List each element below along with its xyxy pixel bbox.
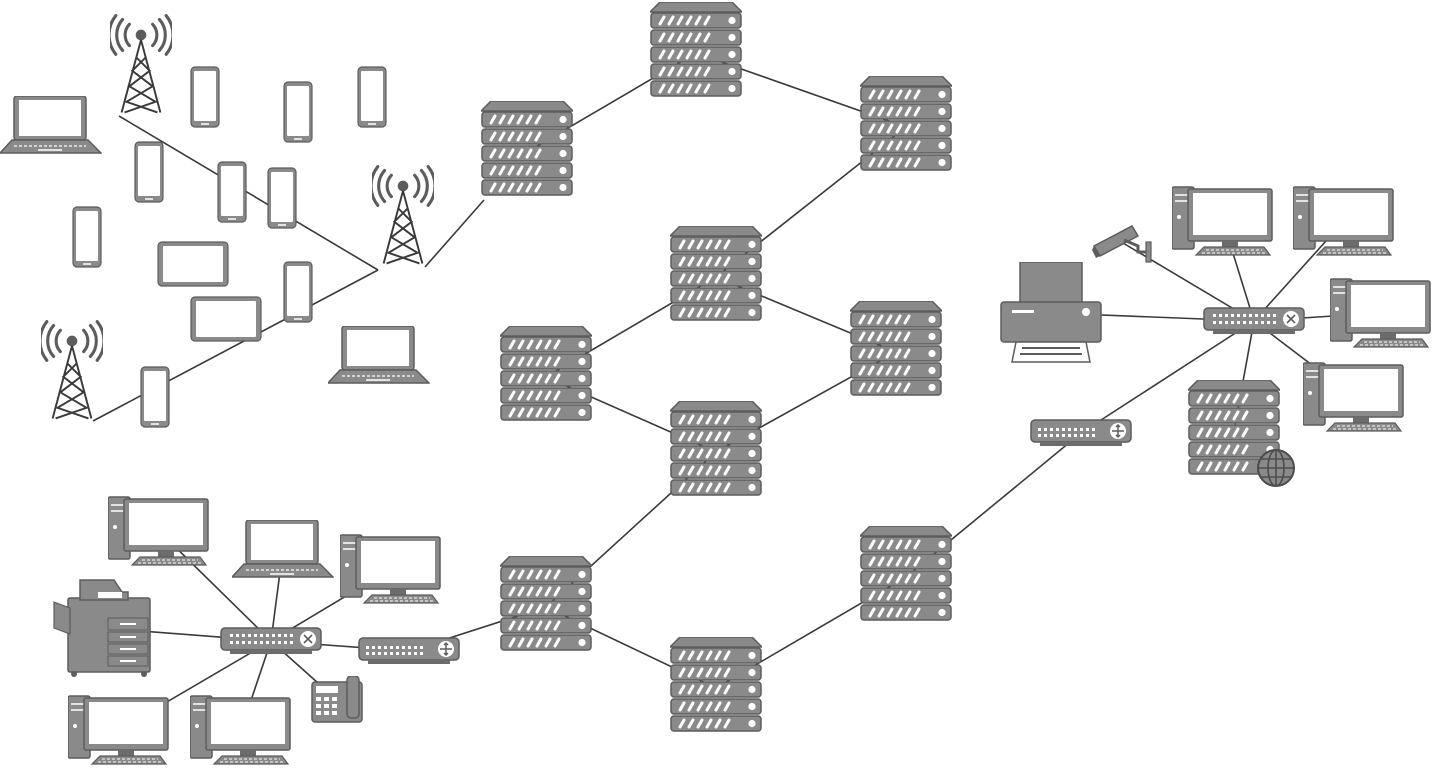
laptop-laptop-2-icon: [328, 326, 430, 384]
link-tower-3-to-tower-2: [92, 269, 379, 422]
desk-phone-ip-phone-icon: [311, 676, 363, 723]
globe-icon: [1257, 449, 1295, 487]
server-rack-server-2-icon: [650, 2, 742, 96]
tablet-tablet-1-icon: [157, 241, 229, 287]
link-router-right-to-switch-right: [1080, 320, 1255, 434]
smartphone-phone-8-icon: [283, 261, 313, 323]
printer-printer-icon: [1000, 262, 1102, 363]
smartphone-phone-3-icon: [357, 66, 387, 128]
server-rack-server-1-icon: [481, 101, 573, 195]
desktop-computer-pc-7-icon: [1330, 278, 1431, 348]
desktop-computer-pc-3-icon: [68, 695, 169, 765]
server-rack-server-7-icon: [670, 401, 762, 495]
smartphone-phone-4-icon: [134, 141, 164, 203]
server-rack-server-4-icon: [670, 226, 762, 320]
link-tower-1-to-tower-2: [118, 115, 379, 271]
laptop-laptop-1-icon: [0, 96, 102, 154]
tablet-tablet-2-icon: [190, 296, 262, 342]
desktop-computer-pc-6-icon: [1293, 186, 1394, 256]
smartphone-phone-6-icon: [267, 167, 297, 229]
network-switch-switch-left-icon: [220, 627, 322, 655]
link-server-10-to-router-right: [905, 432, 1082, 578]
desktop-computer-pc-8-icon: [1303, 362, 1404, 432]
smartphone-phone-1-icon: [190, 66, 220, 128]
cell-tower-tower-3-icon: [41, 320, 103, 421]
laptop-laptop-3-icon: [232, 520, 334, 578]
desktop-computer-pc-2-icon: [340, 534, 441, 604]
router-router-right-icon: [1030, 419, 1132, 447]
server-rack-server-10-icon: [860, 526, 952, 620]
server-rack-server-6-icon: [850, 301, 942, 395]
smartphone-phone-2-icon: [283, 81, 313, 143]
smartphone-phone-9-icon: [140, 366, 170, 428]
server-rack-server-9-icon: [670, 637, 762, 731]
desktop-computer-pc-4-icon: [190, 695, 291, 765]
server-rack-server-5-icon: [500, 326, 592, 420]
server-rack-server-8-icon: [500, 556, 592, 650]
link-tower-2-to-server-1: [424, 199, 485, 268]
cell-tower-tower-2-icon: [372, 165, 434, 266]
web-server-web-server-icon: [1188, 380, 1295, 487]
server-rack-server-3-icon: [860, 76, 952, 170]
multifunction-printer-copier-icon: [53, 579, 151, 678]
desktop-computer-pc-5-icon: [1172, 186, 1273, 256]
smartphone-phone-7-icon: [72, 206, 102, 268]
smartphone-phone-5-icon: [217, 161, 247, 223]
network-switch-switch-right-icon: [1203, 307, 1305, 335]
router-router-left-icon: [358, 637, 460, 665]
security-camera-camera-icon: [1092, 224, 1153, 264]
cell-tower-tower-1-icon: [110, 14, 172, 115]
desktop-computer-pc-1-icon: [108, 496, 209, 566]
